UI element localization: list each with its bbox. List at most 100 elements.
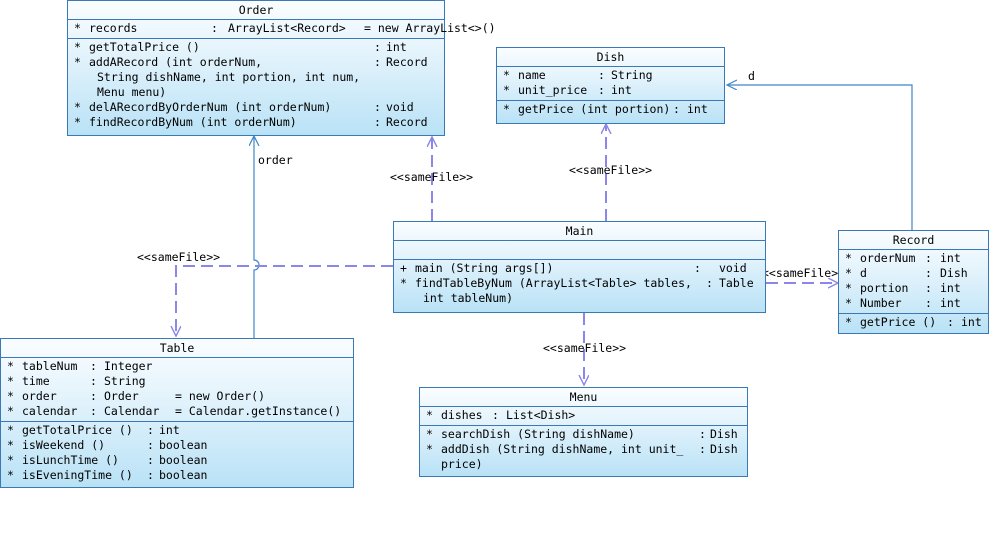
methods-section: * searchDish (String dishName) : Dish * …: [420, 426, 747, 474]
stereotype-label-main-order: <<sameFile>>: [390, 170, 474, 184]
method-signature: delARecordByOrderNum (int orderNum): [89, 100, 332, 114]
method-return-type: int: [386, 40, 407, 54]
method-row: * getPrice () : int: [845, 315, 982, 329]
dependency-main-table: [176, 265, 393, 336]
class-order[interactable]: Order * records : ArrayList<Record> = ne…: [67, 0, 496, 136]
method-return-type: Dish: [710, 427, 738, 441]
method-row: * findRecordByNum (int orderNum) : Recor…: [74, 115, 428, 129]
method-continuation: price): [420, 457, 747, 472]
attribute-row: * order : Order = new Order(): [7, 389, 266, 403]
attribute-row: * d : Dish: [845, 266, 968, 280]
method-return-type: Dish: [710, 442, 738, 456]
attributes-section: * tableNum : Integer * time : String * o…: [1, 358, 353, 422]
method-signature: addARecord (int orderNum,: [89, 55, 263, 69]
attribute-name: tableNum: [22, 359, 78, 373]
method-return-type: boolean: [159, 438, 208, 452]
method-signature: String dishName, int portion, int num,: [97, 70, 361, 84]
attribute-name: Number: [860, 296, 902, 310]
method-row: * isWeekend () : boolean: [7, 438, 208, 452]
attribute-init: = new Order(): [175, 389, 266, 403]
stereotype-label-main-menu: <<sameFile>>: [543, 341, 627, 355]
method-signature: getPrice (): [860, 315, 937, 329]
method-signature: isWeekend (): [22, 438, 106, 452]
attributes-section: * dishes : List<Dish>: [420, 407, 747, 426]
attribute-type: Order: [104, 389, 139, 403]
attribute-type: int: [940, 296, 961, 310]
attribute-name: d: [860, 266, 867, 280]
attribute-type: ArrayList<Record>: [228, 21, 346, 35]
stereotype-label-main-record: <<sameFile>>: [762, 266, 846, 280]
stereotype-label-main-dish: <<sameFile>>: [569, 163, 653, 177]
method-signature: getTotalPrice (): [22, 423, 133, 437]
method-signature: int tableNum): [423, 291, 514, 305]
uml-class-diagram: [0, 0, 913, 490]
method-signature: isEveningTime (): [22, 468, 133, 482]
class-table[interactable]: Table * tableNum : Integer * time : Stri…: [0, 338, 354, 488]
attribute-row: * Number : int: [845, 296, 961, 310]
attribute-type: List<Dish>: [506, 408, 576, 422]
stereotype-label-main-table: <<sameFile>>: [137, 250, 221, 264]
method-row: * addDish (String dishName, int unit_ : …: [426, 442, 738, 456]
attribute-row: * records : ArrayList<Record> = new Arra…: [74, 21, 496, 35]
attributes-section: * records : ArrayList<Record> = new Arra…: [68, 20, 496, 39]
method-signature: getTotalPrice (): [89, 40, 200, 54]
attribute-row: * unit_price : int: [503, 83, 632, 97]
method-return-type: boolean: [159, 468, 208, 482]
method-signature: addDish (String dishName, int unit_: [441, 442, 684, 456]
method-row: * addARecord (int orderNum, : Record: [74, 55, 428, 69]
attribute-row: * name : String: [503, 68, 653, 82]
attribute-init: = Calendar.getInstance(): [175, 404, 342, 418]
method-return-type: void: [719, 261, 747, 275]
attribute-type: int: [611, 83, 632, 97]
attribute-name: records: [89, 21, 138, 35]
class-menu[interactable]: Menu * dishes : List<Dish> * searchDish …: [419, 387, 748, 477]
class-main[interactable]: Main + main (String args[]) : void * fin…: [393, 221, 766, 313]
method-return-type: int: [159, 423, 180, 437]
class-title: Table: [1, 339, 353, 358]
attribute-type: int: [940, 251, 961, 265]
method-signature: findRecordByNum (int orderNum): [89, 115, 297, 129]
attribute-name: orderNum: [860, 251, 916, 265]
method-return-type: Record: [386, 115, 428, 129]
methods-section: * getTotalPrice () : int * addARecord (i…: [68, 39, 444, 132]
attribute-row: * dishes : List<Dish>: [426, 408, 576, 422]
class-record[interactable]: Record * orderNum : int * d : Dish * por…: [838, 230, 989, 334]
method-row: * isLunchTime () : boolean: [7, 453, 208, 467]
attribute-name: time: [22, 374, 50, 388]
attribute-row: * orderNum : int: [845, 251, 961, 265]
method-continuation: Menu menu): [68, 85, 444, 100]
method-signature: price): [441, 457, 483, 471]
method-row: * getTotalPrice () : int: [74, 40, 407, 54]
method-signature: searchDish (String dishName): [441, 427, 635, 441]
attribute-row: * tableNum : Integer: [7, 359, 153, 373]
method-row: * isEveningTime () : boolean: [7, 468, 208, 482]
association-record-dish: [727, 85, 913, 230]
method-signature: main (String args[]): [415, 261, 554, 275]
methods-section: * getTotalPrice () : int * isWeekend () …: [1, 422, 353, 485]
method-continuation: String dishName, int portion, int num,: [68, 70, 444, 85]
method-return-type: int: [687, 102, 708, 116]
class-dish[interactable]: Dish * name : String * unit_price : int …: [496, 47, 725, 124]
attribute-init: = new ArrayList<>(): [364, 21, 496, 35]
methods-section: * getPrice (int portion) : int: [497, 101, 724, 119]
attribute-name: order: [22, 389, 57, 403]
method-return-type: boolean: [159, 453, 208, 467]
attribute-type: Calendar: [104, 404, 160, 418]
attribute-row: * time : String: [7, 374, 146, 388]
attribute-name: dishes: [441, 408, 483, 422]
method-row: * searchDish (String dishName) : Dish: [426, 427, 738, 441]
role-label-order: order: [258, 153, 293, 167]
class-title: Order: [68, 1, 444, 20]
methods-section: * getPrice () : int: [839, 314, 988, 332]
attributes-section: [394, 241, 765, 260]
method-row: * delARecordByOrderNum (int orderNum) : …: [74, 100, 414, 114]
attribute-row: * portion : int: [845, 281, 961, 295]
method-row: + main (String args[]) : void: [400, 261, 747, 275]
attribute-name: name: [518, 68, 546, 82]
attribute-row: * calendar : Calendar = Calendar.getInst…: [7, 404, 342, 418]
class-title: Record: [839, 231, 988, 250]
method-signature: getPrice (int portion): [518, 102, 671, 116]
method-return-type: Record: [386, 55, 428, 69]
method-return-type: int: [961, 315, 982, 329]
method-row: * getTotalPrice () : int: [7, 423, 180, 437]
